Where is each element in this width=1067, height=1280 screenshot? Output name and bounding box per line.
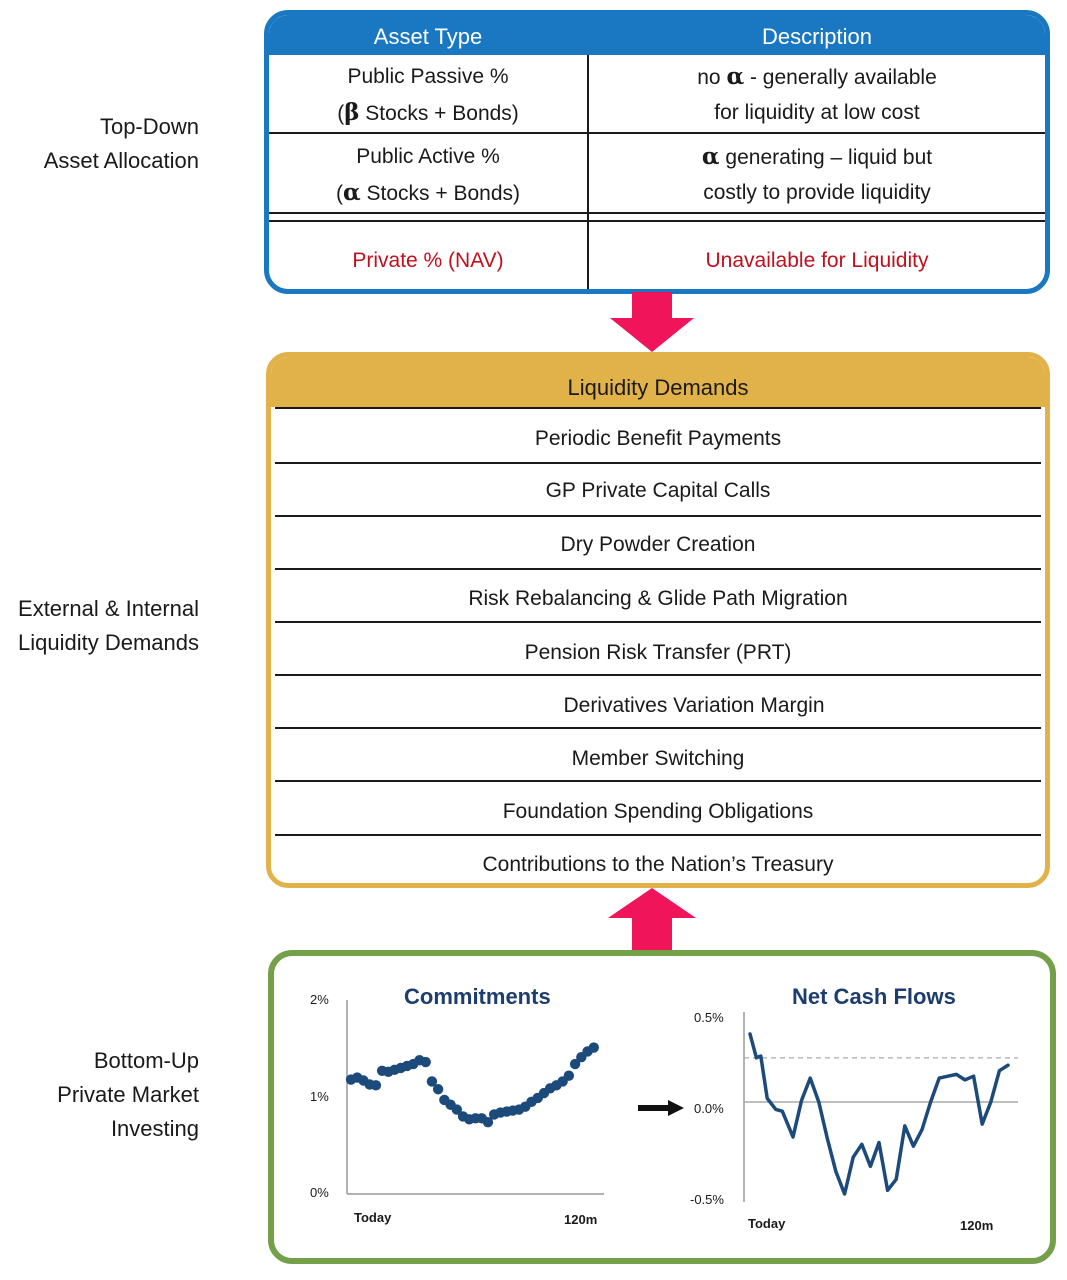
- alpha-symbol: α: [342, 179, 361, 206]
- arrow-up-icon: [608, 888, 696, 950]
- beta-symbol: β: [344, 99, 360, 126]
- row-divider-double: [269, 220, 1045, 222]
- chart-title-commitments: Commitments: [404, 984, 551, 1009]
- y-tick-label: 2%: [310, 992, 329, 1007]
- asset-type-text: Stocks + Bonds): [360, 182, 521, 205]
- data-point: [370, 1080, 382, 1091]
- description-line1: no α - generally available: [589, 59, 1045, 96]
- description-private: Unavailable for Liquidity: [705, 249, 929, 272]
- y-tick-label: 0%: [310, 1185, 329, 1200]
- asset-type-line1: Public Active %: [356, 145, 500, 168]
- row-divider: [275, 462, 1041, 464]
- row-divider: [269, 212, 1045, 214]
- liquidity-header: [271, 357, 1045, 407]
- row-divider: [275, 727, 1041, 729]
- row-divider: [275, 621, 1041, 623]
- description-line1: α generating – liquid but: [589, 139, 1045, 176]
- asset-type-text: Stocks + Bonds): [359, 102, 519, 125]
- description-line2: costly to provide liquidity: [703, 181, 931, 204]
- liquidity-item: Dry Powder Creation: [560, 533, 756, 556]
- x-tick-label: 120m: [564, 1212, 598, 1227]
- liquidity-item: Contributions to the Nation’s Treasury: [482, 853, 834, 876]
- label-external-internal-liquidity: External & Internal Liquidity Demands: [18, 592, 199, 660]
- label-line: Top-Down: [99, 114, 199, 139]
- label-line: Asset Allocation: [43, 148, 199, 173]
- table-header: Asset Type Description: [269, 15, 1045, 55]
- arrow-down-icon: [610, 292, 694, 352]
- data-point: [432, 1084, 444, 1095]
- y-tick-label: 0.5%: [694, 1010, 724, 1025]
- liquidity-item: Foundation Spending Obligations: [502, 800, 814, 823]
- table-row-private: Private % (NAV) Unavailable for Liquidit…: [269, 223, 1045, 289]
- table-row-public-passive: Public Passive % (β Stocks + Bonds) no α…: [269, 57, 1045, 133]
- desc-text: generating – liquid but: [719, 146, 933, 169]
- y-tick-label: 1%: [310, 1089, 329, 1104]
- row-divider: [275, 407, 1041, 409]
- y-tick-label: 0.0%: [694, 1101, 724, 1116]
- asset-type-line2: (α Stocks + Bonds): [335, 179, 521, 206]
- net-cash-flows-chart: [743, 1012, 1018, 1202]
- desc-text: - generally available: [744, 66, 937, 89]
- asset-type-private: Private % (NAV): [352, 249, 504, 272]
- x-tick-label: Today: [354, 1210, 392, 1225]
- liquidity-item: Derivatives Variation Margin: [563, 694, 825, 717]
- label-line: Bottom-Up: [93, 1048, 199, 1073]
- private-market-charts-box: Commitments 2% 1% 0% Today 120m Net Cash…: [268, 950, 1056, 1264]
- liquidity-title: Liquidity Demands: [567, 375, 749, 400]
- alpha-symbol: α: [701, 143, 720, 170]
- arrow-right-icon: [638, 1100, 684, 1116]
- liquidity-item: Pension Risk Transfer (PRT): [524, 641, 792, 664]
- row-divider: [269, 132, 1045, 134]
- liquidity-item: Periodic Benefit Payments: [534, 427, 782, 450]
- data-point: [588, 1042, 599, 1053]
- chart-title-net-cash-flows: Net Cash Flows: [792, 984, 956, 1009]
- x-tick-label: 120m: [960, 1218, 994, 1233]
- row-divider: [275, 515, 1041, 517]
- asset-type-line2: (β Stocks + Bonds): [337, 99, 519, 126]
- x-tick-label: Today: [748, 1216, 786, 1231]
- row-divider: [275, 674, 1041, 676]
- data-point: [482, 1117, 494, 1128]
- desc-prefix: no: [697, 66, 727, 89]
- label-line: External & Internal: [18, 596, 199, 621]
- liquidity-item: Risk Rebalancing & Glide Path Migration: [468, 587, 848, 610]
- data-point: [569, 1058, 581, 1070]
- column-divider: [587, 55, 589, 289]
- series-line: [748, 1032, 1010, 1196]
- liquidity-demands-box: Liquidity Demands Periodic Benefit Payme…: [266, 352, 1050, 888]
- table-row-public-active: Public Active % (α Stocks + Bonds) α gen…: [269, 137, 1045, 213]
- label-line: Private Market: [57, 1082, 199, 1107]
- label-top-down-asset-allocation: Top-Down Asset Allocation: [44, 110, 199, 178]
- asset-type-line1: Public Passive %: [347, 65, 509, 88]
- header-asset-type: Asset Type: [373, 24, 483, 49]
- label-line: Liquidity Demands: [18, 630, 199, 655]
- label-bottom-up-private-market: Bottom-Up Private Market Investing: [57, 1044, 199, 1146]
- data-point: [420, 1056, 431, 1068]
- row-divider: [275, 568, 1041, 570]
- commitments-chart: [345, 1000, 604, 1195]
- data-point: [451, 1104, 463, 1115]
- header-description: Description: [761, 24, 873, 49]
- alpha-symbol: α: [726, 63, 745, 90]
- data-point: [563, 1070, 575, 1081]
- description-line2: for liquidity at low cost: [714, 101, 920, 124]
- liquidity-item: Member Switching: [571, 747, 745, 770]
- data-point: [426, 1076, 438, 1087]
- row-divider: [275, 834, 1041, 836]
- liquidity-item: GP Private Capital Calls: [545, 479, 771, 502]
- asset-allocation-table: Asset Type Description Public Passive % …: [264, 10, 1050, 294]
- y-tick-label: -0.5%: [690, 1192, 724, 1207]
- row-divider: [275, 780, 1041, 782]
- label-line: Investing: [110, 1116, 199, 1141]
